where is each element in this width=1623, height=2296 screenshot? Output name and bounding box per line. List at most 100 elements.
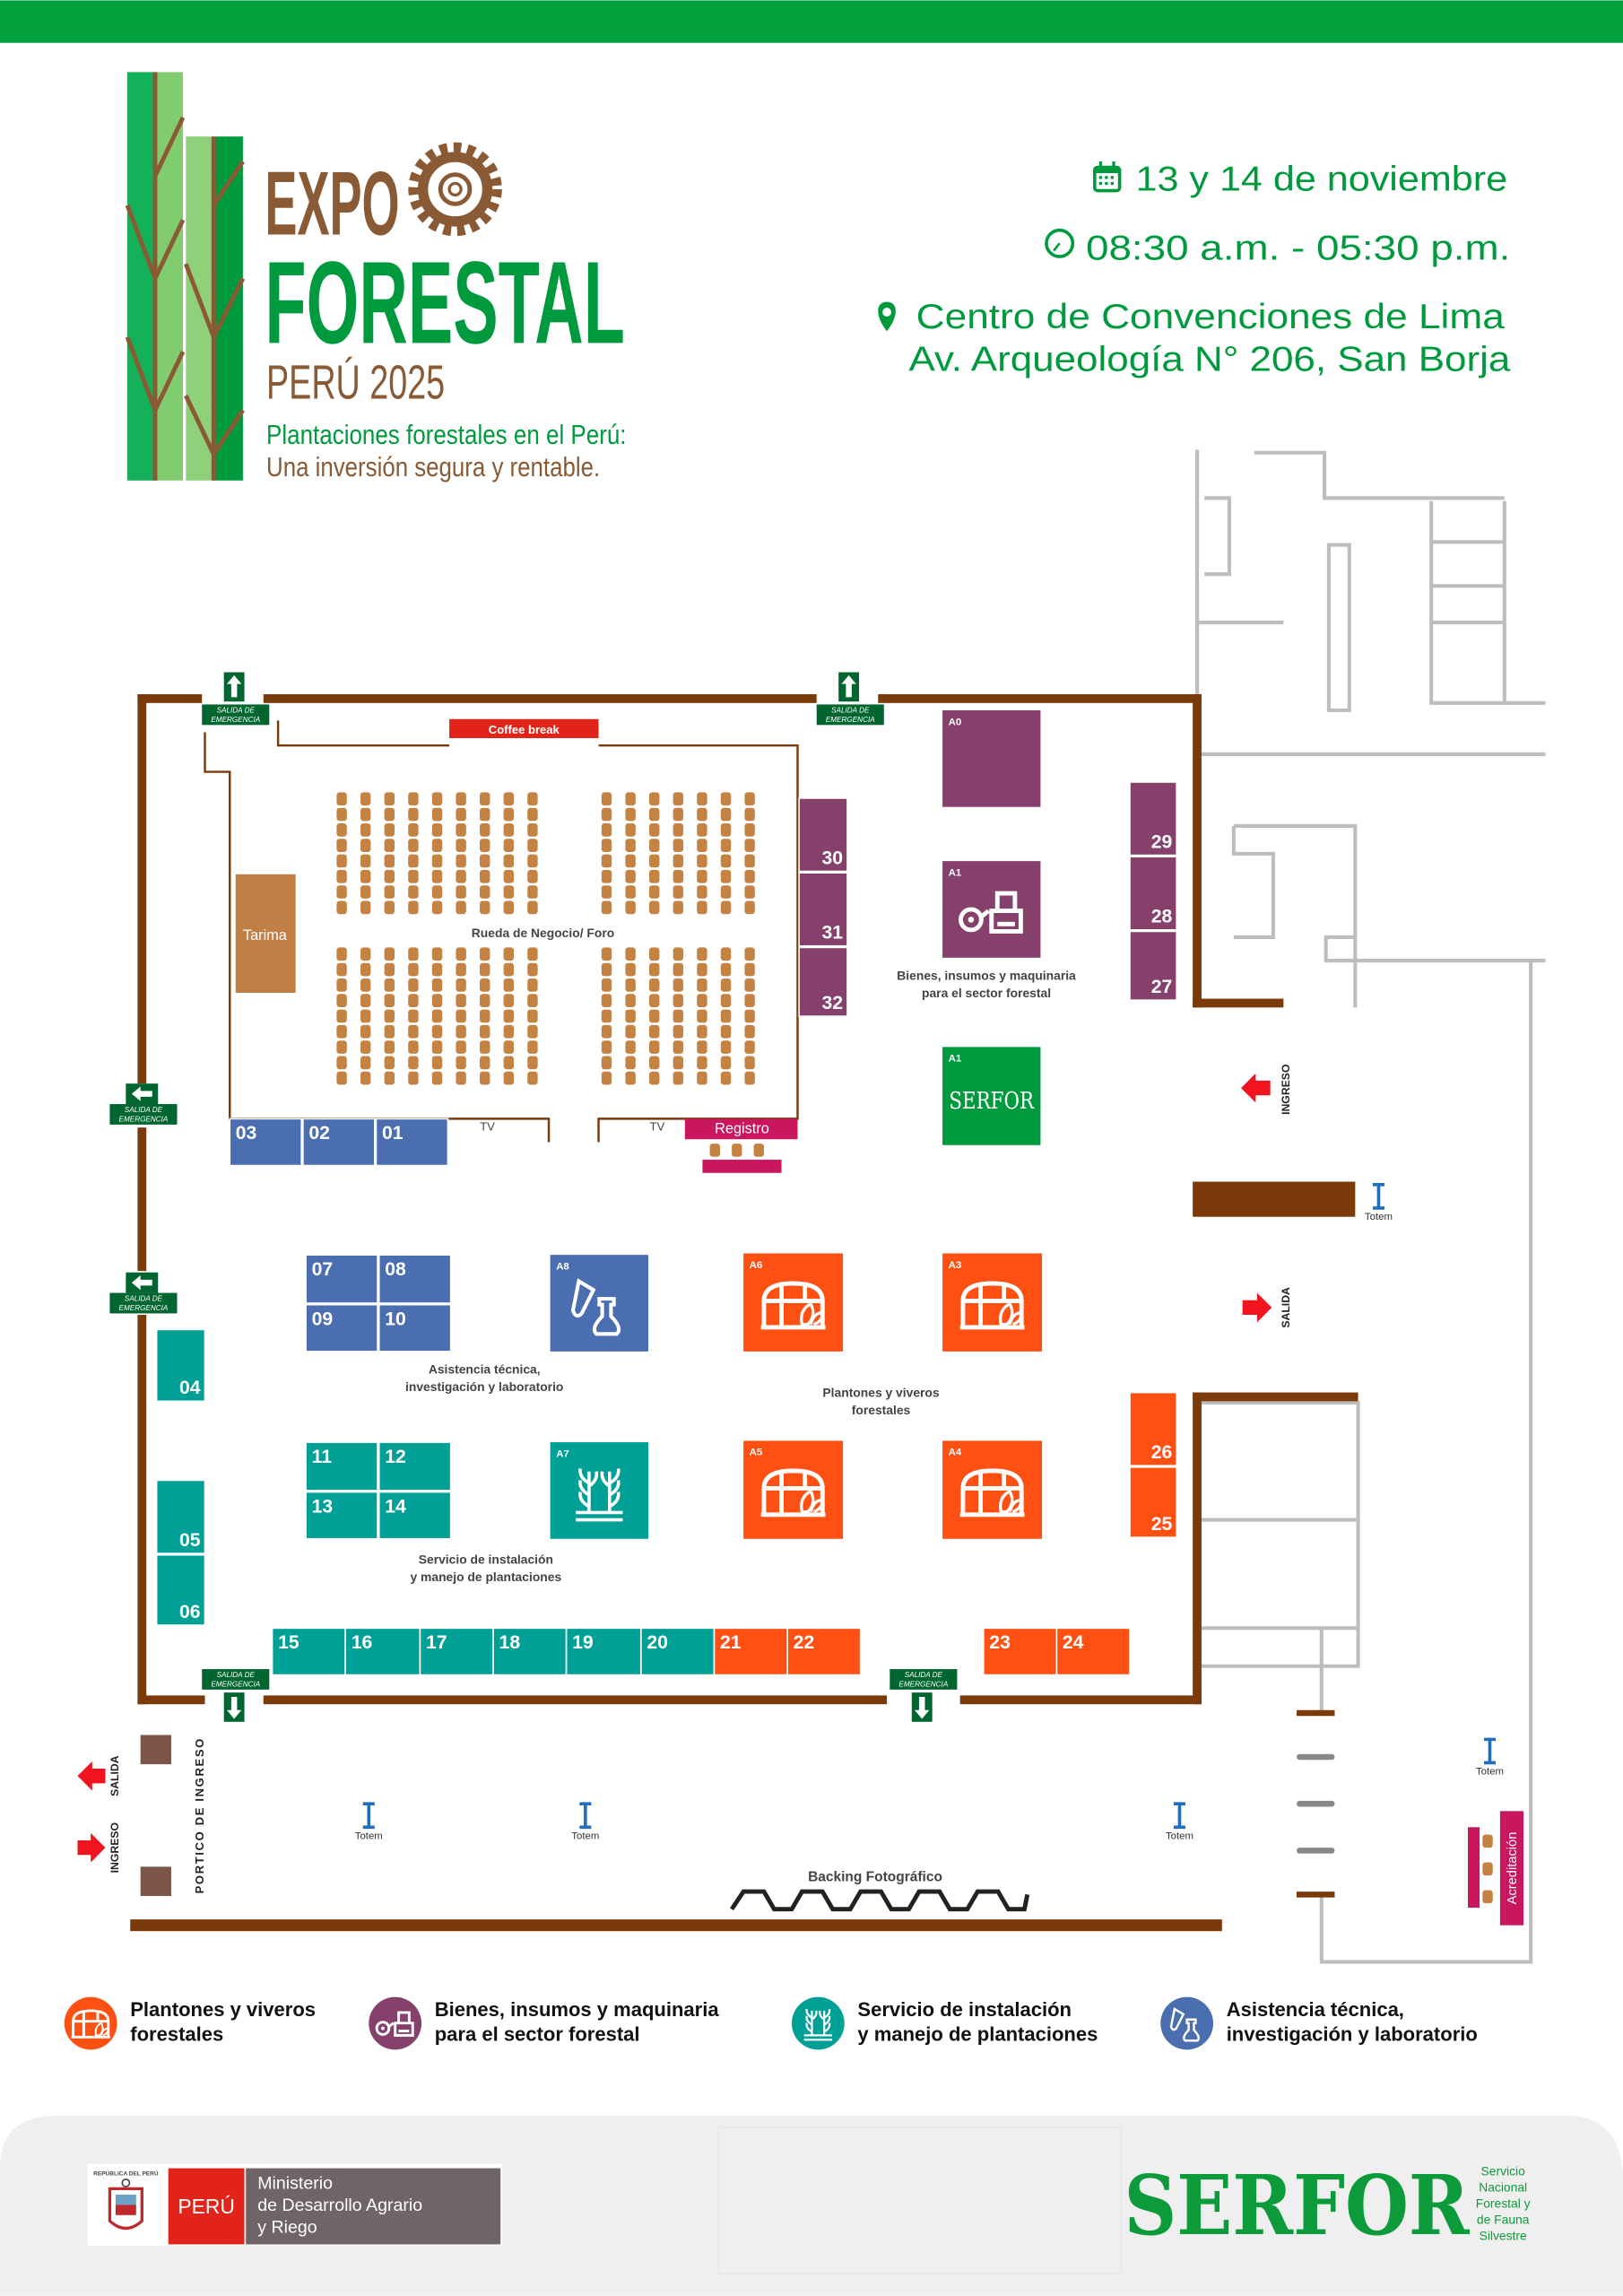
booth-07[interactable]: 07: [305, 1254, 378, 1304]
ministry-line-1: Ministerio: [257, 2173, 333, 2193]
booth-number: 12: [385, 1447, 406, 1467]
backing-label: Backing Fotográfico: [808, 1870, 942, 1885]
seat: [527, 869, 538, 883]
seat: [408, 1024, 419, 1039]
seat: [744, 869, 755, 883]
booth-19[interactable]: 19: [565, 1627, 642, 1676]
totem-icon: [1173, 1802, 1186, 1830]
seat: [360, 947, 371, 961]
seat: [697, 1024, 707, 1039]
seat: [360, 869, 371, 883]
booth-13[interactable]: 13: [305, 1491, 378, 1540]
seat: [601, 869, 612, 883]
booth-16[interactable]: 16: [344, 1627, 421, 1676]
emergency-exit-label: SALIDA DE: [905, 1671, 943, 1679]
seat: [625, 900, 636, 915]
seat: [697, 1071, 707, 1085]
tv-label-right: TV: [649, 1119, 664, 1133]
pavilion-a4[interactable]: A4: [942, 1440, 1043, 1539]
booth-02[interactable]: 02: [302, 1118, 376, 1167]
seat: [697, 900, 707, 915]
booth-04[interactable]: 04: [155, 1328, 206, 1403]
portico-pillar-bottom: [140, 1866, 171, 1897]
seat: [527, 900, 538, 915]
booth-08[interactable]: 08: [378, 1254, 452, 1304]
pavilion-a8[interactable]: A8: [550, 1255, 649, 1352]
totem: Totem: [355, 1802, 383, 1841]
seat: [649, 1024, 660, 1039]
booth-21[interactable]: 21: [713, 1627, 788, 1676]
accreditation-desk[interactable]: [1499, 1811, 1524, 1926]
booth-11[interactable]: 11: [305, 1441, 378, 1492]
booth-23[interactable]: 23: [982, 1627, 1058, 1676]
seat: [649, 1071, 660, 1085]
pavilion-a0[interactable]: A0: [942, 710, 1041, 807]
pavilion-a5[interactable]: A5: [743, 1440, 844, 1539]
pavilion-a1[interactable]: A1: [942, 861, 1041, 958]
booth-20[interactable]: 20: [640, 1627, 716, 1676]
seat: [527, 885, 538, 899]
booth-32[interactable]: 32: [798, 946, 848, 1017]
seat: [744, 1024, 755, 1039]
registration-desk[interactable]: [684, 1118, 798, 1140]
serfor-sub-2: Nacional: [1479, 2180, 1527, 2195]
booth-10[interactable]: 10: [378, 1303, 452, 1352]
booth-22[interactable]: 22: [786, 1627, 862, 1676]
seat: [480, 994, 490, 1007]
entrance-label-front: INGRESO: [108, 1822, 121, 1873]
booth-number: 21: [720, 1632, 742, 1653]
booth-30[interactable]: 30: [798, 797, 848, 873]
booth-28[interactable]: 28: [1129, 856, 1178, 931]
booth-26[interactable]: 26: [1129, 1391, 1178, 1466]
booth-number: 16: [352, 1632, 373, 1653]
pavilion-a3[interactable]: A3: [942, 1253, 1043, 1352]
serfor-sub-3: Forestal y: [1476, 2196, 1531, 2211]
seat: [384, 947, 395, 961]
totem-icon: [1483, 1737, 1497, 1765]
seat: [625, 1056, 636, 1070]
booth-17[interactable]: 17: [419, 1627, 494, 1676]
registration-counter: [702, 1160, 782, 1173]
seat: [503, 1056, 515, 1070]
booth-29[interactable]: 29: [1129, 781, 1178, 857]
seat: [697, 978, 707, 992]
zone-label-nursery-1: Plantones y viveros: [822, 1385, 939, 1399]
seat: [744, 885, 755, 899]
booth-01[interactable]: 01: [375, 1118, 449, 1167]
seat: [431, 1056, 443, 1070]
seat: [360, 1071, 371, 1085]
booth-18[interactable]: 18: [492, 1627, 568, 1676]
booth-03[interactable]: 03: [229, 1118, 303, 1167]
seat: [625, 1009, 636, 1023]
seat: [601, 1056, 612, 1070]
booth-15[interactable]: 15: [271, 1627, 346, 1676]
pavilion-a6[interactable]: A6: [743, 1253, 844, 1352]
booth-24[interactable]: 24: [1055, 1627, 1131, 1676]
booth-14[interactable]: 14: [378, 1491, 452, 1540]
booth-12[interactable]: 12: [378, 1441, 452, 1492]
zone-label-installation-1: Servicio de instalación: [419, 1552, 553, 1567]
pavilion-a7[interactable]: A7: [550, 1442, 649, 1539]
seat: [503, 839, 515, 852]
legend-label: investigación y laboratorio: [1227, 2023, 1478, 2046]
seat: [431, 885, 443, 899]
calendar-icon: [1093, 161, 1122, 193]
seat: [431, 1040, 443, 1054]
seat: [480, 1024, 490, 1039]
booth-06[interactable]: 06: [155, 1553, 206, 1626]
booth-27[interactable]: 27: [1129, 930, 1178, 1001]
totem-icon: [1372, 1183, 1384, 1210]
zone-labels: Bienes, insumos y maquinaria para el sec…: [405, 968, 1076, 1584]
seat: [673, 1040, 684, 1054]
booth-31[interactable]: 31: [798, 872, 848, 947]
totem-label: Totem: [355, 1831, 383, 1841]
exit-label-right: SALIDA: [1280, 1287, 1292, 1328]
serfor-wordmark: SERFOR: [1124, 2157, 1470, 2254]
booth-09[interactable]: 09: [305, 1303, 378, 1352]
booth-05[interactable]: 05: [155, 1479, 206, 1554]
forum-seating: [336, 792, 755, 1085]
pavilion-id: A5: [750, 1448, 763, 1458]
booth-25[interactable]: 25: [1129, 1465, 1178, 1538]
seat: [649, 823, 660, 837]
